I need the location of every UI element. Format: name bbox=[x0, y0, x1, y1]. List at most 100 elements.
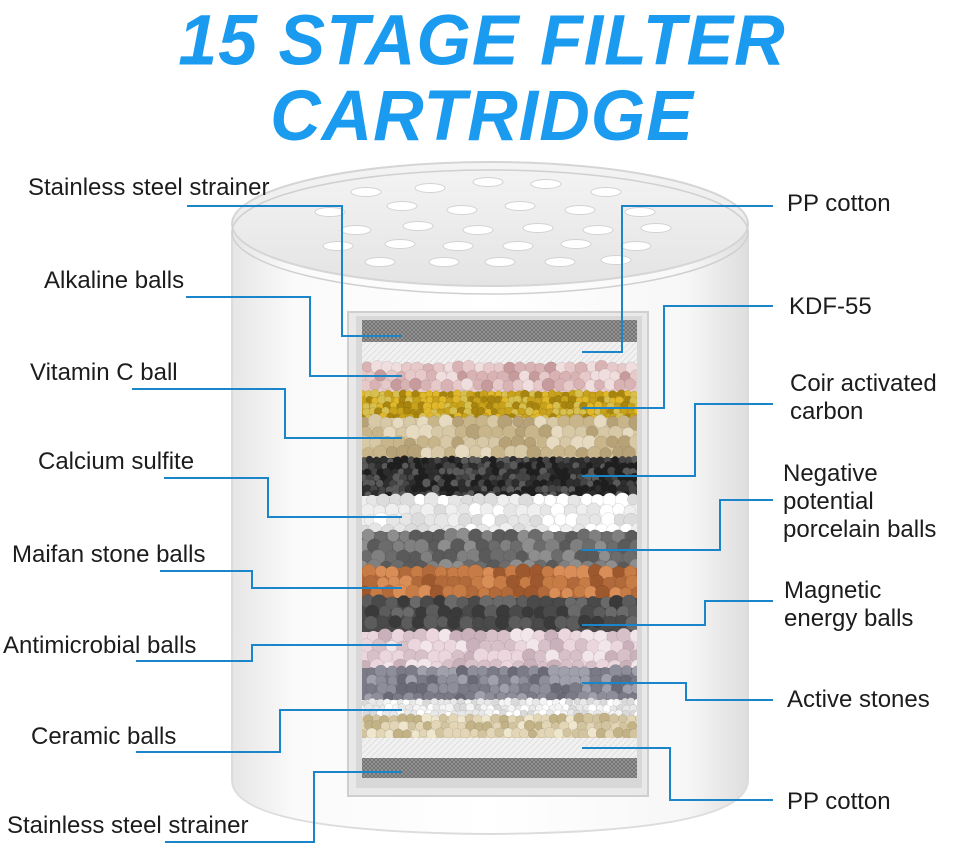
filter-bead bbox=[444, 702, 454, 712]
filter-bead bbox=[484, 699, 492, 707]
filter-bead bbox=[596, 456, 605, 465]
filter-bead bbox=[457, 674, 469, 685]
label-alkaline-balls: Alkaline balls bbox=[44, 267, 185, 294]
filter-bead bbox=[612, 698, 621, 707]
filter-bead bbox=[612, 727, 624, 739]
filter-bead bbox=[576, 503, 588, 516]
cap-hole bbox=[384, 239, 416, 249]
leader-right-2 bbox=[582, 305, 773, 409]
cap-hole bbox=[582, 225, 614, 235]
cap-hole bbox=[590, 187, 622, 197]
filter-bead bbox=[509, 460, 519, 470]
filter-bead bbox=[600, 720, 612, 731]
filter-bead bbox=[477, 665, 489, 677]
filter-bead bbox=[573, 585, 586, 598]
label-maifan-stone-balls: Maifan stone balls bbox=[12, 541, 206, 568]
filter-bead bbox=[477, 466, 487, 476]
leader-right-3 bbox=[582, 403, 773, 477]
filter-bead bbox=[366, 727, 378, 739]
cap-hole bbox=[544, 257, 576, 267]
filter-bead bbox=[512, 415, 525, 428]
filter-bead bbox=[375, 479, 384, 488]
filter-bead bbox=[585, 549, 599, 563]
filter-bead bbox=[472, 484, 480, 492]
filter-bead bbox=[539, 504, 553, 517]
filter-bead bbox=[459, 727, 471, 739]
leader-left-4 bbox=[164, 477, 402, 518]
label-vitamin-c-ball: Vitamin C ball bbox=[30, 359, 178, 386]
filter-layers bbox=[362, 320, 637, 778]
filter-bead bbox=[633, 698, 637, 706]
filter-bead bbox=[457, 468, 466, 476]
filter-bead bbox=[387, 675, 398, 687]
filter-bead bbox=[496, 494, 510, 507]
filter-bead bbox=[599, 698, 607, 706]
label-ceramic-balls: Ceramic balls bbox=[31, 723, 177, 750]
filter-bead bbox=[392, 540, 405, 553]
filter-bead bbox=[420, 379, 432, 391]
filter-bead bbox=[618, 714, 628, 724]
cap-hole bbox=[564, 205, 596, 215]
filter-bead bbox=[401, 729, 412, 740]
filter-bead bbox=[606, 435, 619, 448]
filter-bead bbox=[609, 370, 621, 382]
cap-hole bbox=[502, 241, 534, 251]
filter-bead bbox=[457, 683, 470, 696]
filter-bead bbox=[481, 574, 496, 589]
filter-bead bbox=[407, 721, 417, 731]
filter-bead bbox=[562, 728, 572, 738]
filter-bead bbox=[420, 446, 433, 460]
filter-bead bbox=[563, 380, 575, 392]
filter-bead bbox=[447, 682, 460, 695]
filter-bead bbox=[617, 415, 631, 429]
filter-bead bbox=[411, 615, 425, 630]
cap-hole bbox=[522, 223, 554, 233]
filter-bead bbox=[373, 456, 381, 464]
filter-bead bbox=[425, 390, 433, 398]
cap-hole bbox=[600, 255, 632, 265]
label-antimicrobial-balls: Antimicrobial balls bbox=[3, 632, 197, 659]
filter-bead bbox=[375, 565, 388, 578]
filter-bead bbox=[485, 629, 499, 643]
filter-bead bbox=[419, 728, 428, 738]
filter-bead bbox=[471, 616, 485, 629]
filter-bead bbox=[603, 615, 618, 630]
filter-bead bbox=[629, 629, 637, 643]
filter-bead bbox=[520, 485, 528, 493]
filter-bead bbox=[577, 614, 592, 629]
filter-bead bbox=[436, 615, 449, 628]
filter-bead bbox=[491, 467, 500, 476]
filter-bead bbox=[625, 615, 637, 631]
filter-bead bbox=[435, 462, 443, 470]
filter-bead bbox=[447, 616, 461, 630]
label-negative-potential-porcelain-balls: Negative potential porcelain balls bbox=[783, 460, 937, 543]
label-kdf-55: KDF-55 bbox=[789, 293, 872, 320]
filter-bead bbox=[541, 514, 555, 528]
filter-bead bbox=[581, 484, 590, 493]
filter-bead bbox=[476, 435, 489, 448]
filter-bead bbox=[376, 615, 389, 628]
filter-bead bbox=[635, 714, 637, 722]
filter-bead bbox=[554, 615, 568, 630]
filter-bead bbox=[589, 396, 596, 404]
filter-bead bbox=[490, 408, 498, 416]
cap-hole bbox=[402, 221, 434, 231]
filter-bead bbox=[511, 478, 520, 487]
cap-hole bbox=[350, 187, 382, 197]
cap-hole bbox=[504, 201, 536, 211]
filter-bead bbox=[628, 434, 637, 450]
label-stainless-steel-strainer-bottom: Stainless steel strainer bbox=[7, 812, 249, 839]
filter-bead bbox=[373, 474, 381, 482]
leader-left-7 bbox=[136, 709, 402, 753]
cap-hole bbox=[620, 241, 652, 251]
cap-hole bbox=[472, 177, 504, 187]
leader-left-6 bbox=[136, 644, 402, 662]
filter-bead bbox=[612, 565, 625, 579]
label-calcium-sulfite: Calcium sulfite bbox=[38, 448, 195, 475]
leader-right-6 bbox=[582, 682, 773, 701]
cap-hole bbox=[560, 239, 592, 249]
cap-hole bbox=[530, 179, 562, 189]
leader-right-1 bbox=[582, 205, 773, 353]
filter-bead bbox=[414, 461, 422, 470]
filter-bead bbox=[363, 484, 372, 493]
